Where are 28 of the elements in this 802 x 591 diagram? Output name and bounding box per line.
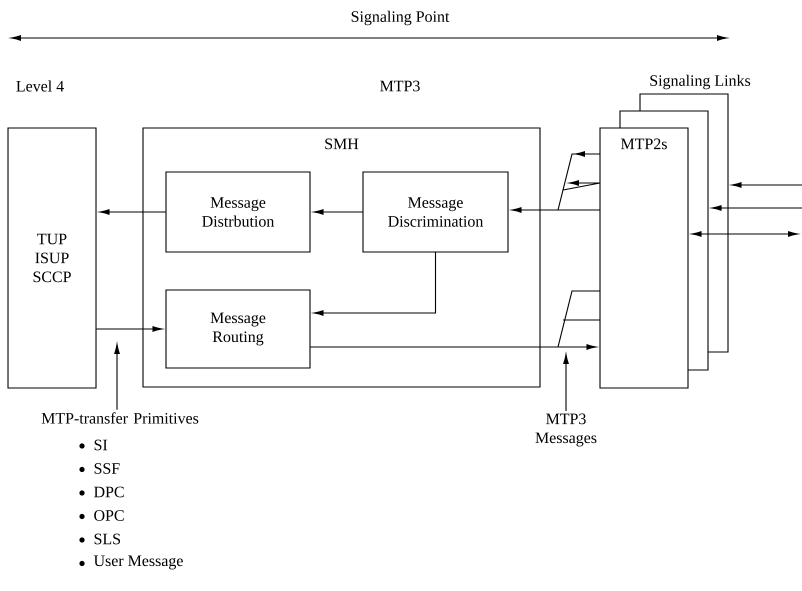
level-label: MTP3 [380,80,420,92]
arrow [563,354,569,411]
annotation-text: MTP-transfer Primitives [42,412,198,424]
arrow [314,209,362,215]
heading-text: Signaling Point [352,10,450,26]
arrow [114,344,120,410]
list-item: User Message [79,556,183,570]
list-item: SI [79,440,108,450]
protocol-box: TUP ISUP SCCP [7,127,97,389]
arrow [732,182,802,188]
process-box: Message Distrbution [165,171,311,253]
level-label: Signaling Links [650,74,750,90]
stacked-link-boxes: MTP2s [599,93,729,389]
annotation-text: MTP3 Messages [535,414,596,446]
list-item: OPC [79,510,124,521]
arrow [692,231,798,237]
arrow [712,205,802,211]
process-box: Message Discrimination [362,171,509,253]
level-label: Level 4 [16,80,64,92]
list-item: SSF [79,463,120,474]
arrow [314,252,436,316]
list-item: SLS [79,534,120,544]
arrow [310,344,596,350]
process-box: Message Routing [165,289,311,369]
list-item: DPC [79,486,124,498]
arrow [96,326,162,332]
arrow [100,209,166,215]
arrow [512,207,600,213]
